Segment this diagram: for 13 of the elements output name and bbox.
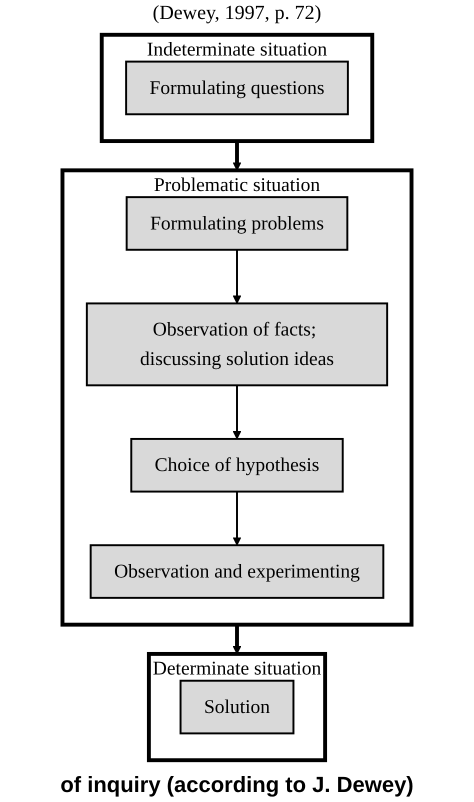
arrow [232, 624, 242, 654]
node-box: Formulating questions [125, 60, 349, 116]
arrow [232, 385, 242, 440]
node-box: Observation of facts; discussing solution ideas [86, 302, 388, 386]
node-box: Choice of hypothesis [130, 438, 344, 493]
node-box: Solution [180, 680, 294, 734]
source-note: (Dewey, 1997, p. 72) [152, 1, 322, 26]
arrow [232, 492, 242, 546]
arrow [232, 250, 242, 304]
figure-caption: of inquiry (according to J. Dewey) [59, 771, 415, 799]
arrow [232, 141, 242, 171]
node-box: Formulating problems [126, 196, 348, 251]
node-box: Observation and experimenting [90, 544, 384, 599]
